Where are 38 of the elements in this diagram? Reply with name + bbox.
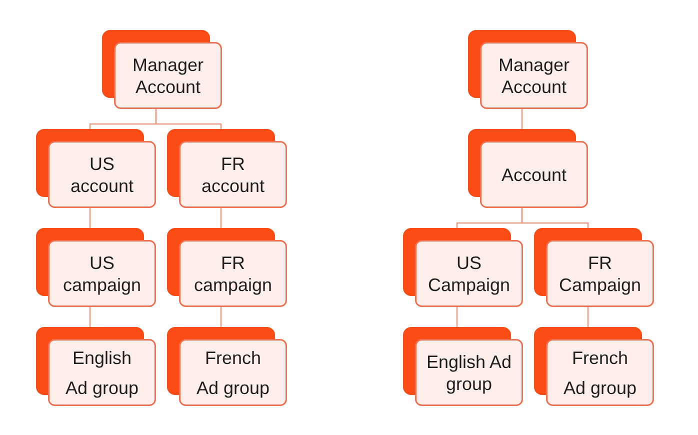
hierarchy-card (36, 129, 156, 208)
hierarchy-card (534, 327, 654, 406)
hierarchy-card (468, 129, 588, 208)
card-label: US Campaign (426, 252, 512, 296)
card-label: FR Campaign (558, 252, 642, 296)
hierarchy-card (167, 129, 287, 208)
connector-line (587, 307, 589, 327)
card-label: US account (69, 152, 135, 196)
hierarchy-card (36, 228, 156, 307)
connector-line (220, 208, 222, 228)
connector-line (456, 307, 458, 327)
card-label: FR campaign (192, 252, 274, 296)
hierarchy-card (468, 30, 588, 109)
card-label: French (204, 346, 262, 368)
card-label: Manager Account (131, 54, 205, 98)
card-label: Ad group (196, 376, 270, 398)
connector-line (89, 307, 91, 327)
connector-line (521, 208, 589, 228)
connector-line (521, 109, 523, 129)
hierarchy-card (534, 228, 654, 307)
connector-line (155, 109, 222, 129)
card-label: FR account (200, 152, 266, 196)
card-label: English Ad group (425, 350, 513, 394)
card-label: French (572, 346, 628, 368)
card-label: Ad group (563, 376, 637, 398)
connector-line (220, 307, 222, 327)
card-label: Ad group (65, 376, 139, 398)
hierarchy-card (36, 327, 156, 406)
hierarchy-card (102, 30, 222, 109)
card-label: Manager Account (497, 54, 571, 98)
card-label: US campaign (62, 252, 142, 296)
hierarchy-card (167, 327, 287, 406)
hierarchy-card (167, 228, 287, 307)
connector-line (89, 208, 91, 228)
hierarchy-card (403, 228, 523, 307)
hierarchy-card (403, 327, 523, 406)
card-label: English (72, 346, 132, 368)
card-label: Account (501, 164, 567, 186)
